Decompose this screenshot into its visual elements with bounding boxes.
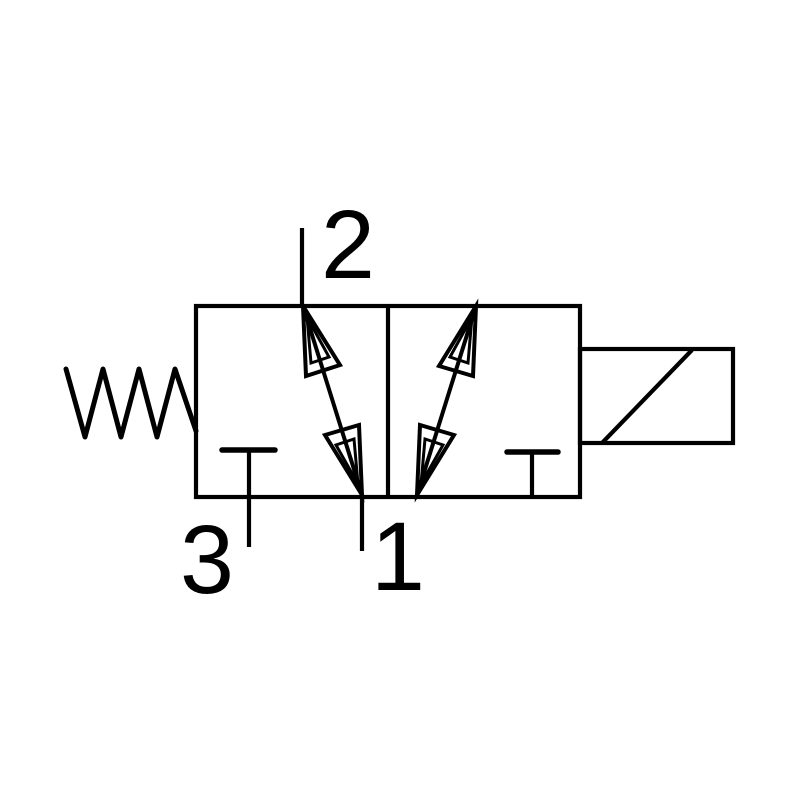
port-2-label: 2 bbox=[321, 190, 375, 299]
blocked-port-symbol-right bbox=[504, 449, 561, 497]
spring-return-icon bbox=[63, 366, 199, 440]
arrowhead-down-icon bbox=[414, 422, 458, 503]
port-3-label: 3 bbox=[180, 505, 234, 614]
flow-arrow-right bbox=[414, 298, 479, 503]
flow-arrow-right-shaft bbox=[415, 305, 478, 496]
port-labels: 2 1 3 bbox=[180, 190, 425, 614]
flow-arrow-left-shaft bbox=[301, 305, 364, 496]
arrowhead-up-icon bbox=[300, 298, 344, 379]
port-1-label: 1 bbox=[371, 502, 425, 611]
arrowhead-down-icon bbox=[321, 422, 365, 503]
solenoid-icon bbox=[577, 346, 736, 446]
valve-symbol bbox=[63, 228, 736, 551]
arrowhead-up-icon bbox=[435, 298, 479, 379]
flow-arrow-left bbox=[300, 298, 365, 503]
